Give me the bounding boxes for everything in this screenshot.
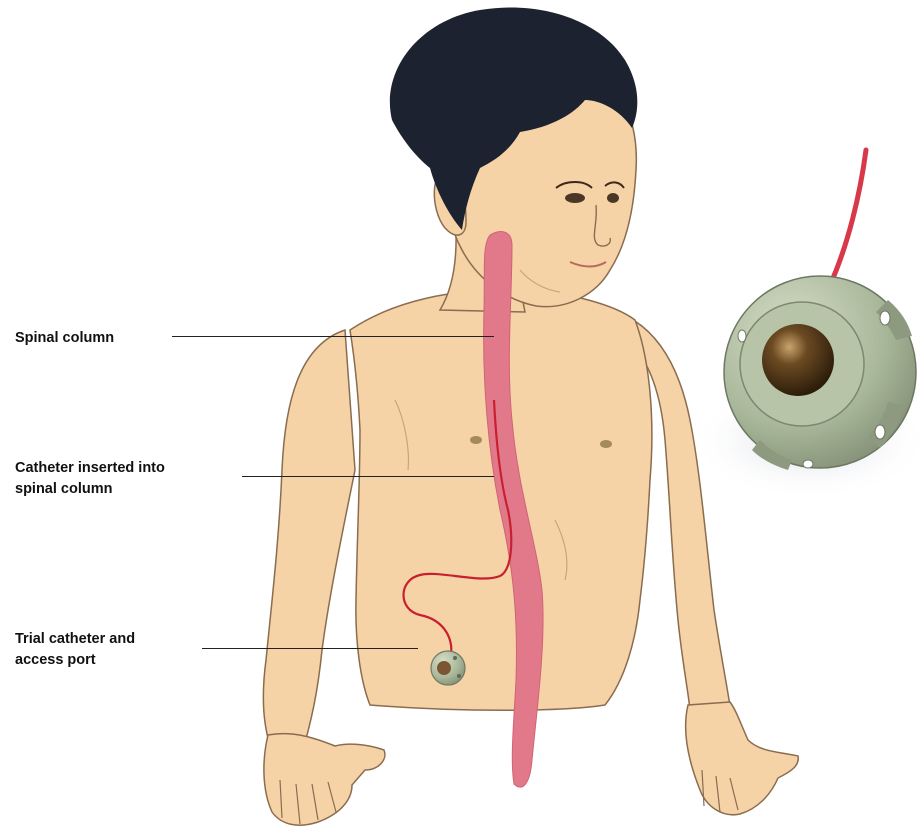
leader-spinal-column: [172, 336, 494, 337]
right-hand: [686, 702, 799, 815]
label-catheter-inserted: Catheter inserted into spinal column: [15, 458, 165, 500]
leader-trial-catheter: [202, 648, 418, 649]
label-spinal-column: Spinal column: [15, 328, 114, 349]
left-arm: [263, 330, 355, 760]
eye-left: [565, 193, 585, 203]
label-trial-catheter: Trial catheter and access port: [15, 629, 135, 671]
right-nipple: [600, 440, 612, 448]
enlarged-access-port: [690, 150, 920, 500]
implanted-access-port: [431, 651, 465, 685]
leader-catheter-inserted: [242, 476, 494, 477]
left-nipple: [470, 436, 482, 444]
eye-right: [607, 193, 619, 203]
